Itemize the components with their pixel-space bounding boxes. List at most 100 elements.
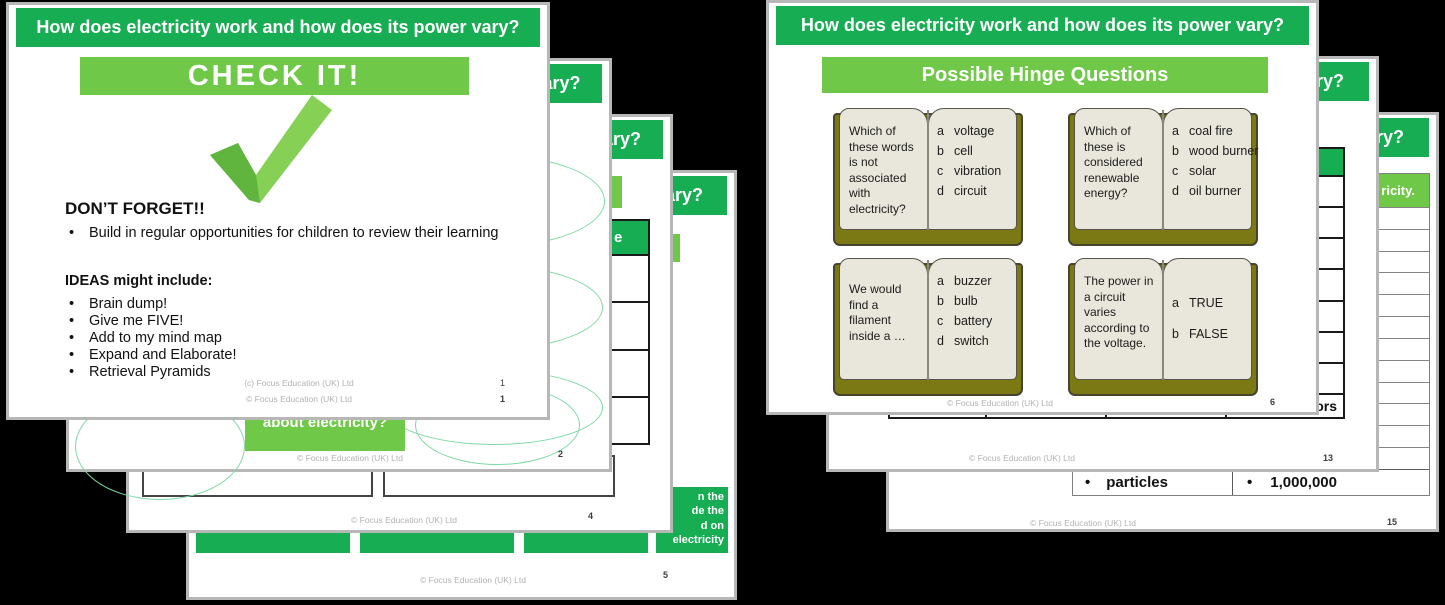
slide1-ideas-heading: IDEAS might include: [65,273,213,289]
bullet-glyph: • [69,330,75,346]
book-left-page [839,108,928,230]
option-letter: d [937,184,944,198]
slide1-idea-2-text: Give me FIVE! [89,313,184,329]
book-left-page [839,258,928,380]
book-left-page [1074,108,1163,230]
slide1-idea-5-text: Retrieval Pyramids [89,364,211,380]
book2-question: Which of these is considered renewable e… [1084,124,1143,201]
slide15-page-number: 15 [1387,517,1398,527]
slide6-copyright: © Focus Education (UK) Ltd [947,398,1053,408]
slide5-page-number: 5 [663,570,669,580]
slide1-idea-3: • Add to my mind map [65,329,485,347]
bullet-glyph: • [69,364,75,380]
bullet-glyph: • [69,225,75,241]
book4-options: a TRUE b FALSE [1172,296,1254,358]
book-spine-icon [927,110,929,230]
slide1-idea-2: • Give me FIVE! [65,312,485,330]
option-text: voltage [954,124,995,138]
bullet-glyph: • [69,347,75,363]
option-text: TRUE [1189,296,1224,310]
option-text: vibration [954,164,1002,178]
book3-question: We would find a filament inside a … [849,282,906,343]
book-spine-icon [927,260,929,380]
slide6-title: How does electricity work and how does i… [800,15,1285,35]
slide1-idea-4-text: Expand and Elaborate! [89,347,237,363]
slide1-note-bullet: • Build in regular opportunities for chi… [65,224,535,242]
bullet-glyph: • [1247,474,1253,491]
option-letter: a [1172,296,1179,310]
checkmark-icon [194,91,334,203]
slide2-page-number: 2 [558,449,564,459]
slide13-copyright: © Focus Education (UK) Ltd [969,453,1075,463]
slide1-idea-1-text: Brain dump! [89,296,168,312]
option-letter: a [937,124,944,138]
book4-question: The power in a circuit varies according … [1084,274,1154,351]
slide15-header-cell-right: ricity. [1381,183,1415,198]
option-text: solar [1189,164,1217,178]
option-letter: b [1172,144,1179,158]
hinge-book-2: Which of these is considered renewable e… [1068,108,1259,246]
option-letter: a [937,274,944,288]
option-text: bulb [954,294,978,308]
slide1-page-number-2: 1 [500,394,506,404]
slide2-copyright: © Focus Education (UK) Ltd [297,453,403,463]
slide15-copyright: © Focus Education (UK) Ltd [1030,518,1136,528]
slide4-copyright: © Focus Education (UK) Ltd [351,515,457,525]
slide-page-1[interactable]: How does electricity work and how does i… [6,2,550,420]
slide1-idea-4: • Expand and Elaborate! [65,346,485,364]
option-letter: c [937,314,944,328]
option-text: FALSE [1189,327,1228,341]
slide-page-6[interactable]: How does electricity work and how does i… [766,0,1319,415]
slide15-particles-text: particles [1106,474,1168,491]
option-text: switch [954,334,989,348]
slide1-copyright-line2: © Focus Education (UK) Ltd [246,394,352,404]
option-text: battery [954,314,993,328]
option-letter: b [937,144,944,158]
bullet-glyph: • [69,296,75,312]
slide15-cell-particles: • particles [1073,470,1233,495]
option-text: buzzer [954,274,992,288]
slide6-title-bar: How does electricity work and how does i… [776,6,1309,45]
option-letter: b [937,294,944,308]
option-letter: d [1172,184,1179,198]
hinge-book-4: The power in a circuit varies according … [1068,258,1258,396]
book1-question: Which of these words is not associated w… [849,124,914,216]
slide4-page-number: 4 [588,511,594,521]
option-letter: c [1172,164,1179,178]
option-letter: d [937,334,944,348]
slide5-box4-line2: de the [691,505,724,518]
option-letter: a [1172,124,1179,138]
option-text: circuit [954,184,987,198]
slide13-page-number: 13 [1323,453,1334,463]
slide1-idea-5: • Retrieval Pyramids [65,363,485,381]
option-letter: b [1172,327,1179,341]
option-text: cell [954,144,973,158]
slide13-last-cell-4: ors [1315,398,1337,414]
slide5-box4-line4: electricity [672,533,724,546]
slide1-check-it-banner: CHECK IT! [80,57,469,95]
slide6-page-number: 6 [1270,397,1276,407]
slide5-copyright: © Focus Education (UK) Ltd [420,575,526,585]
option-text: coal fire [1189,124,1233,138]
slide15-cell-million: • 1,000,000 [1233,474,1429,491]
slide15-last-row: • particles • 1,000,000 [1073,469,1429,495]
slide1-idea-1: • Brain dump! [65,295,485,313]
option-letter: c [937,164,944,178]
book-spine-icon [1162,260,1164,380]
bullet-glyph: • [69,313,75,329]
option-text: wood burner [1189,144,1259,158]
book-spine-icon [1162,110,1164,230]
option-text: oil burner [1189,184,1242,198]
slide5-box4-line3: d on [700,519,724,532]
slide1-idea-3-text: Add to my mind map [89,330,222,346]
slide1-copyright-line1: (c) Focus Education (UK) Ltd [244,378,354,388]
slide1-dont-forget-heading: DON’T FORGET!! [65,199,205,218]
slide1-title: How does electricity work and how does i… [36,17,520,37]
slide1-page-number-1: 1 [500,378,506,388]
slide6-hinge-banner: Possible Hinge Questions [822,57,1268,93]
